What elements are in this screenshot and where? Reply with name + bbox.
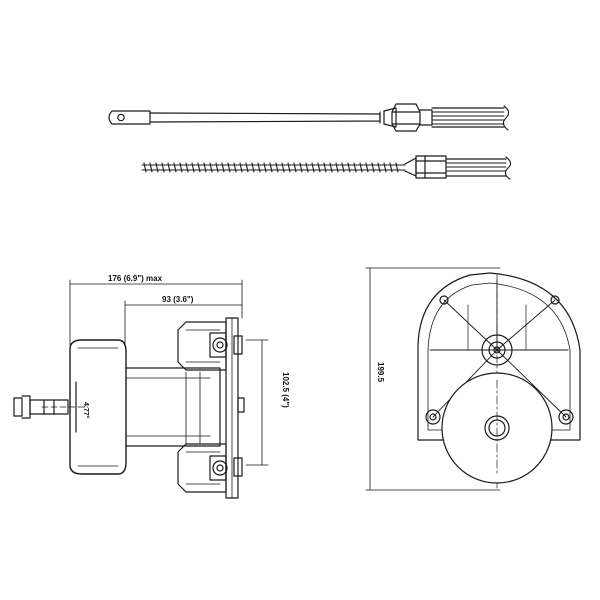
helm-side-view xyxy=(13,279,269,499)
steering-cable-rod xyxy=(108,103,510,132)
helical-core-cable xyxy=(141,155,512,180)
label-front-height: 199.5 xyxy=(376,362,385,383)
label-height: 102.5 (4") xyxy=(281,372,290,408)
label-overall-length: 176 (6.9") max xyxy=(108,274,163,283)
label-depth: 93 (3.6") xyxy=(162,295,194,304)
label-shaft-angle: 4.77° xyxy=(82,402,90,419)
helm-front-view xyxy=(365,267,581,491)
